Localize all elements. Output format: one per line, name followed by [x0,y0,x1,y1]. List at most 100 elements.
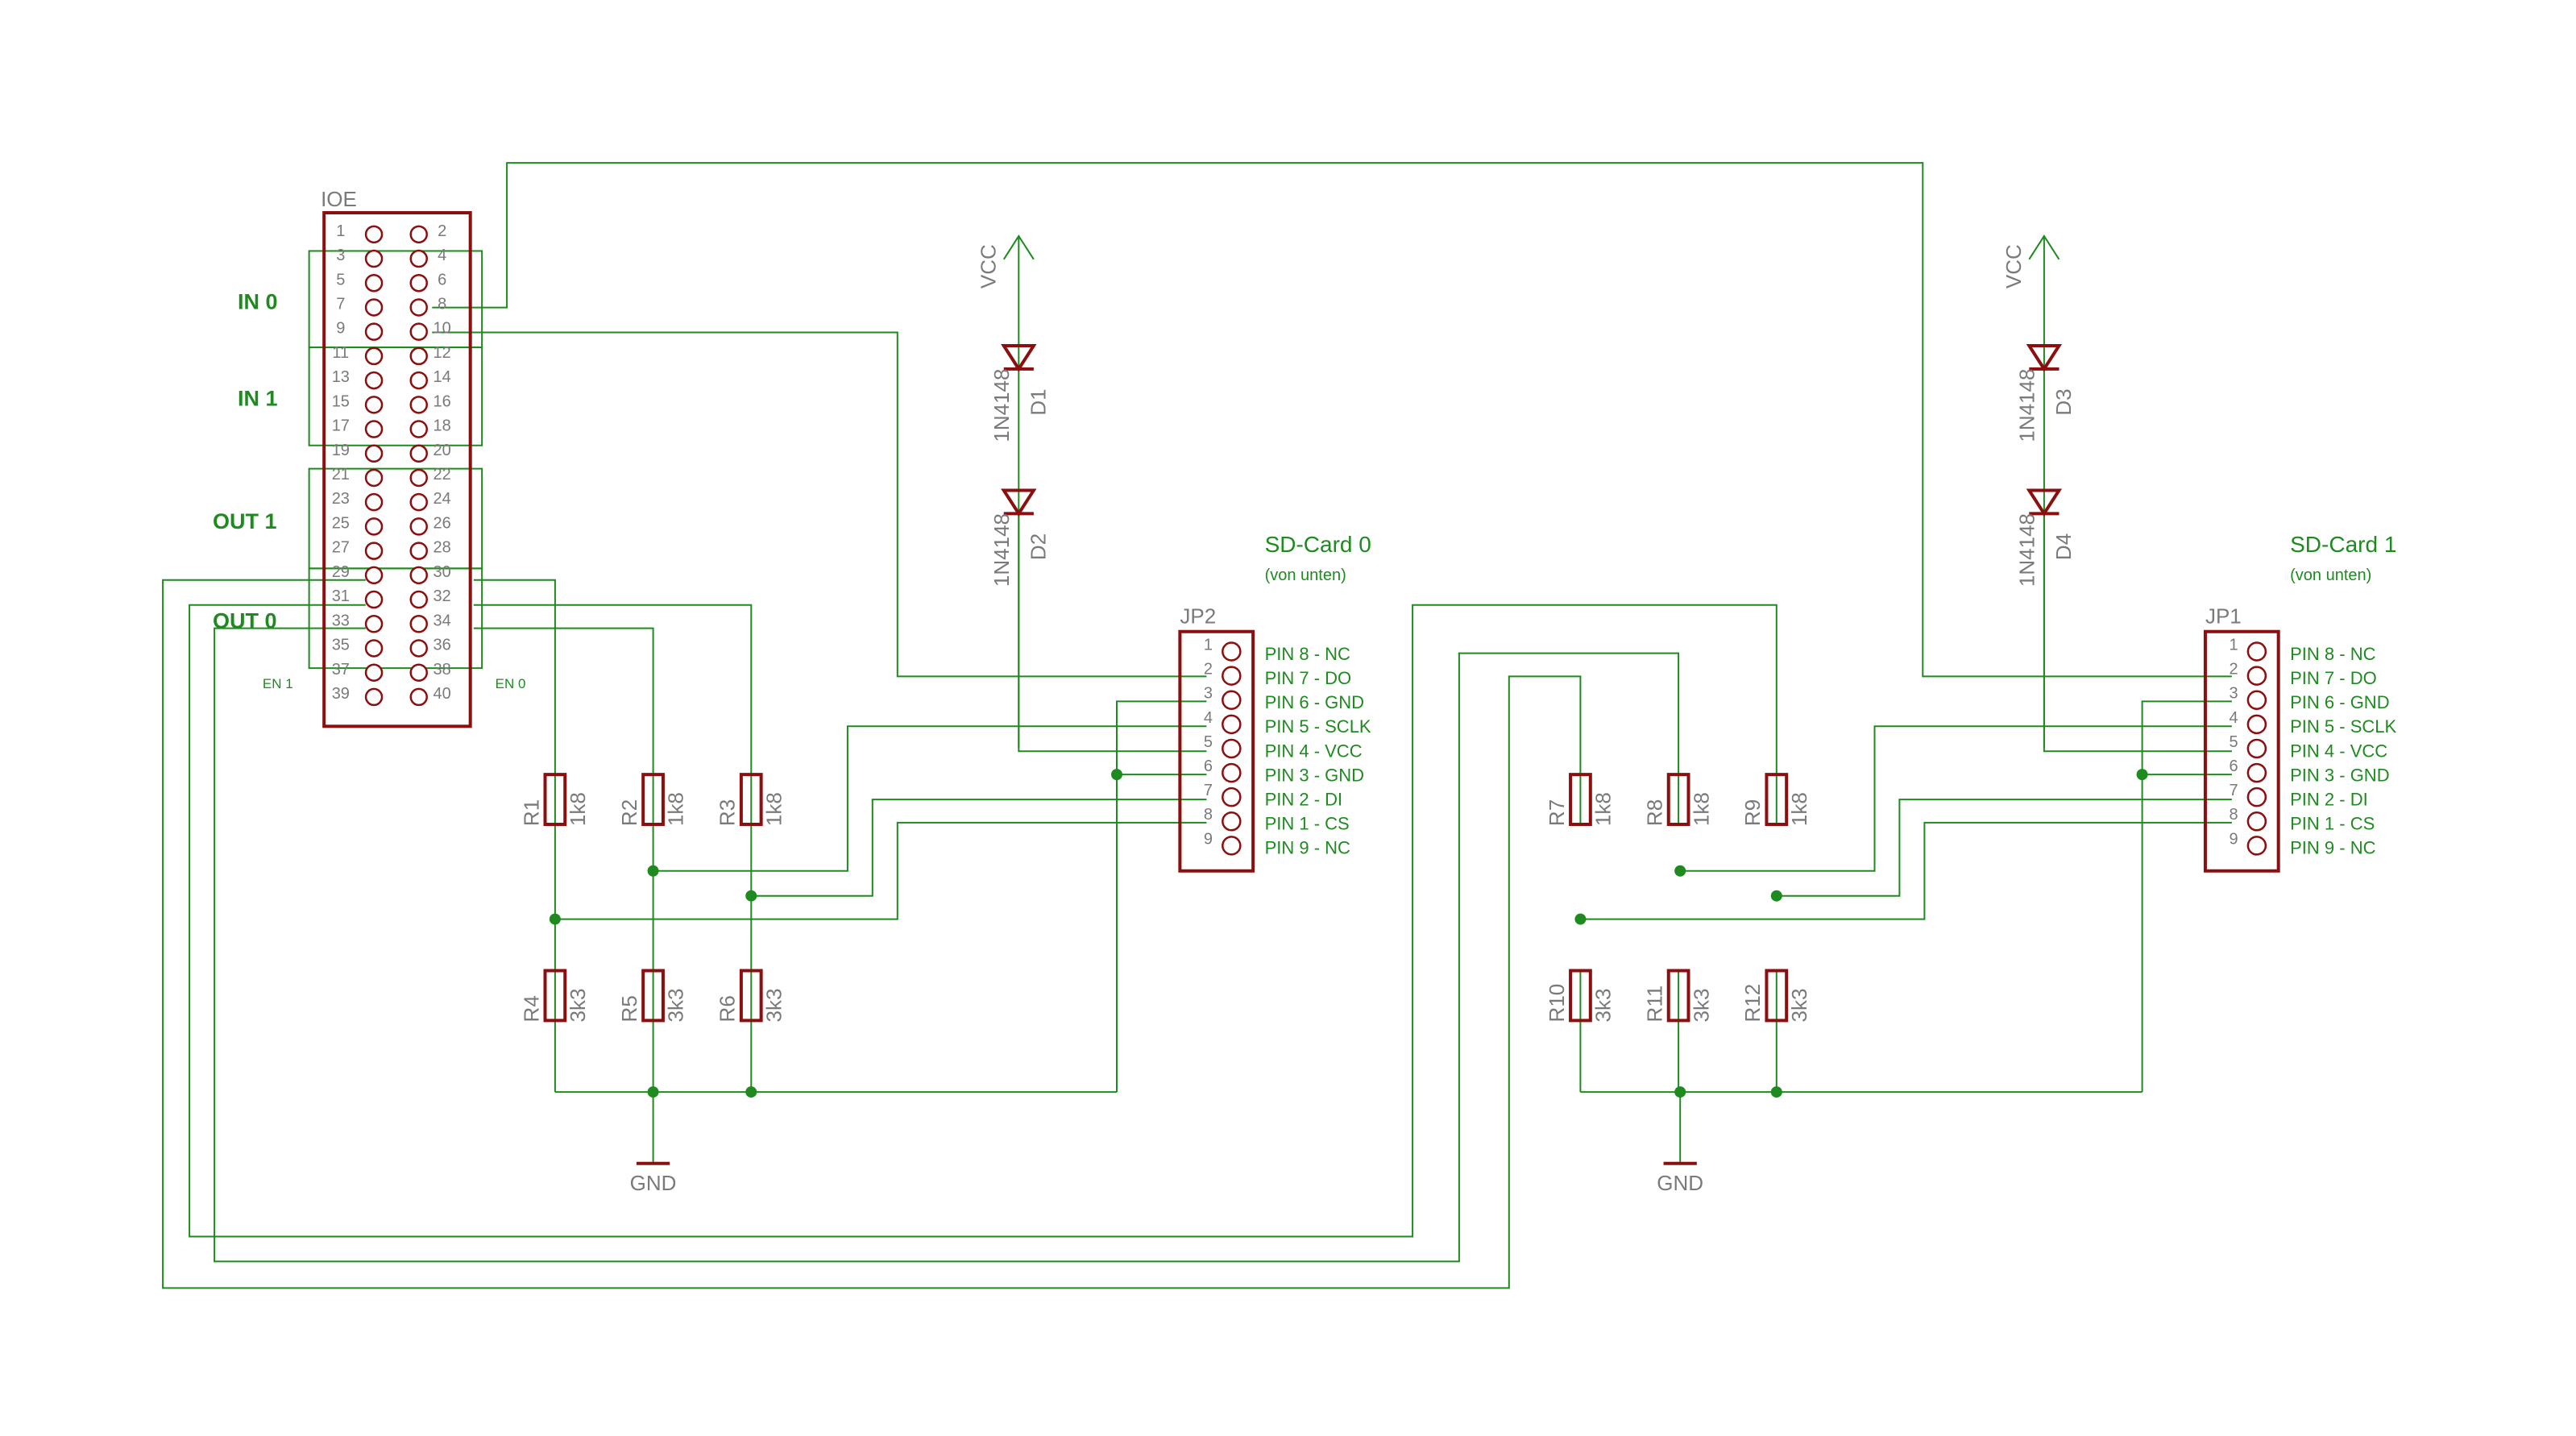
resistor-body [1569,969,1592,1023]
junction-dot [745,1086,757,1098]
header-pin-number: 23 [332,490,350,508]
connector-pin-number: 8 [1204,806,1213,824]
gnd-label: GND [630,1171,677,1195]
header-pin-number: 33 [332,612,350,629]
resistor-value: 3k3 [664,989,688,1023]
header-pad-left [364,322,384,341]
header-pin-number: 7 [336,296,345,313]
diode-value: 1N4148 [2015,513,2039,587]
resistor-body [1569,773,1592,826]
header-pad-left [364,298,384,317]
connector-pin-label: PIN 3 - GND [1265,765,1364,785]
connector-pad [2246,714,2267,735]
diode-value: 1N4148 [2015,369,2039,442]
connector-pin-label: PIN 7 - DO [2290,668,2377,688]
diode-name: D4 [2051,533,2076,560]
wire [1680,725,2232,872]
header-pin-number: 27 [332,539,350,557]
resistor-name: R12 [1740,984,1765,1023]
connector-pin-number: 2 [1204,661,1213,679]
resistor-body [641,773,665,826]
header-pad-left [364,396,384,414]
wire [2141,700,2232,1093]
header-pad-left [364,590,384,609]
resistor-name: R11 [1643,986,1667,1023]
header-pin-number: 29 [332,563,350,581]
connector-pin-label: PIN 1 - CS [1265,814,1350,834]
header-pin-number: 37 [332,661,350,679]
wire [473,627,654,775]
connector-pin-number: 3 [2229,685,2238,703]
header-pin-number: 1 [336,222,345,240]
junction-dot [2136,769,2148,781]
connector-pad [2246,738,2267,759]
header-pin-number: 8 [438,296,446,313]
resistor-body [641,969,665,1023]
header-pin-number: 2 [438,222,446,240]
header-pad-right [409,249,428,268]
header-pad-left [364,347,384,366]
resistor-body [1765,969,1789,1023]
header-pin-number: 14 [433,368,451,386]
connector-pin-label: PIN 8 - NC [2290,644,2375,664]
group-label-in1: IN 1 [238,386,278,410]
connector-pad [1222,786,1242,807]
connector-pin-label: PIN 6 - GND [2290,692,2389,712]
header-pad-left [364,542,384,560]
connector-pin-number: 2 [2229,661,2238,679]
resistor-body [739,773,763,826]
header-pin-number: 15 [332,392,350,410]
header-pin-number: 13 [332,368,350,386]
header-pad-right [409,687,428,707]
header-pin-number: 9 [336,320,345,338]
header-pin-number: 11 [332,344,349,362]
header-pad-right [409,492,428,512]
wire [189,604,1777,1238]
resistor-body [1765,773,1789,826]
diode-symbol [2026,344,2063,372]
header-pin-number: 38 [433,661,451,679]
junction-dot [1111,769,1122,781]
en0-label: EN 0 [496,676,526,691]
header-pad-right [409,615,428,633]
resistor-body [739,969,763,1023]
diode-symbol [1001,344,1037,372]
connector-subtitle: (von unten) [1265,567,1346,584]
header-pin-number: 40 [433,685,451,703]
connector-name: JP1 [2205,604,2242,628]
header-pad-right [409,420,428,438]
resistor-value: 3k3 [566,989,590,1023]
connector-name: JP2 [1180,604,1216,628]
resistor-body [543,969,567,1023]
wire [554,821,1207,920]
header-pad-left [364,615,384,633]
header-pad-right [409,517,428,536]
connector-pad [2246,690,2267,710]
connector-pin-number: 4 [1204,709,1213,727]
connector-body [1178,629,1255,873]
connector-pin-number: 7 [2229,782,2238,799]
wire [1776,799,2232,897]
junction-dot [647,1086,659,1098]
connector-pin-number: 6 [2229,757,2238,775]
header-pin-number: 19 [332,442,350,459]
connector-pin-label: PIN 2 - DI [2290,789,2368,809]
header-pin-number: 10 [433,320,451,338]
header-pad-right [409,566,428,585]
connector-pad [1222,641,1242,662]
wire [1580,821,2232,920]
header-pad-right [409,396,428,414]
connector-pin-label: PIN 5 - SCLK [2290,716,2396,737]
header-pin-number: 34 [433,612,451,629]
en1-label: EN 1 [263,676,293,691]
connector-pin-number: 5 [2229,733,2238,751]
resistor-name: R10 [1545,984,1569,1023]
connector-pad [1222,714,1242,735]
connector-pin-number: 8 [2229,806,2238,824]
connector-pad [2246,762,2267,783]
header-ioe-name: IOE [321,187,357,211]
connector-pin-label: PIN 2 - DI [1265,789,1343,809]
wire [1116,700,1207,1093]
header-pin-number: 28 [433,539,451,557]
connector-title: SD-Card 0 [1265,532,1371,557]
